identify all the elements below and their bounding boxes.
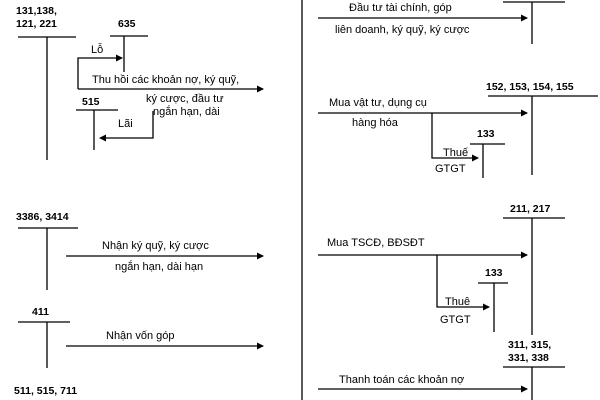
lo-arrow [77,54,123,89]
label-mua-vat-tu-line2: hàng hóa [352,117,398,129]
label-dau-tu-line2: liên doanh, ký quỹ, ký cược [335,24,470,36]
account-label-311-line2: 331, 338 [508,352,549,364]
account-label-515: 515 [82,96,100,108]
label-thanh-toan: Thanh toán các khoản nợ [339,374,465,386]
account-label-635: 635 [118,18,136,30]
account-label-211: 211, 217 [510,203,551,215]
label-dau-tu-line1: Đầu tư tài chính, góp [349,2,452,14]
label-mua-tscd: Mua TSCĐ, BĐSĐT [327,237,425,249]
label-thu-hoi-line3: ngắn hạn, dài [153,106,220,118]
label-nhan-ky-quy-line2: ngắn hạn, dài hạn [115,261,204,273]
label-lai: Lãi [118,118,133,130]
label-thue-b-line2: GTGT [440,314,471,326]
account-label-131-line1: 131,138, [16,5,57,17]
account-label-311-line1: 311, 315, [508,339,552,351]
thue-b-arrow [436,255,490,311]
lai-arrow [99,111,154,142]
account-label-131-line2: 121, 221 [16,18,57,30]
label-thue-a-line2: GTGT [435,163,466,175]
account-label-133-a: 133 [477,128,495,140]
label-thu-hoi-line1: Thu hồi các khoản nợ, ký quỹ, [92,74,240,86]
label-thue-b-line1: Thuê [445,296,471,308]
account-label-152: 152, 153, 154, 155 [486,81,574,93]
account-label-3386: 3386, 3414 [16,211,69,223]
label-mua-vat-tu-line1: Mua vật tư, dụng cụ [329,97,427,109]
label-lo: Lỗ [91,44,104,56]
account-label-133-b: 133 [485,267,503,279]
label-nhan-von: Nhận vốn góp [106,330,175,342]
label-thu-hoi-line2: ký cược, đầu tư [146,93,224,105]
label-thue-a-line1: Thuế [443,147,469,159]
account-label-411: 411 [32,306,49,318]
thue-a-arrow [431,113,479,162]
label-nhan-ky-quy-line1: Nhận ký quỹ, ký cược [102,240,209,252]
account-label-511: 511, 515, 711 [14,385,78,397]
